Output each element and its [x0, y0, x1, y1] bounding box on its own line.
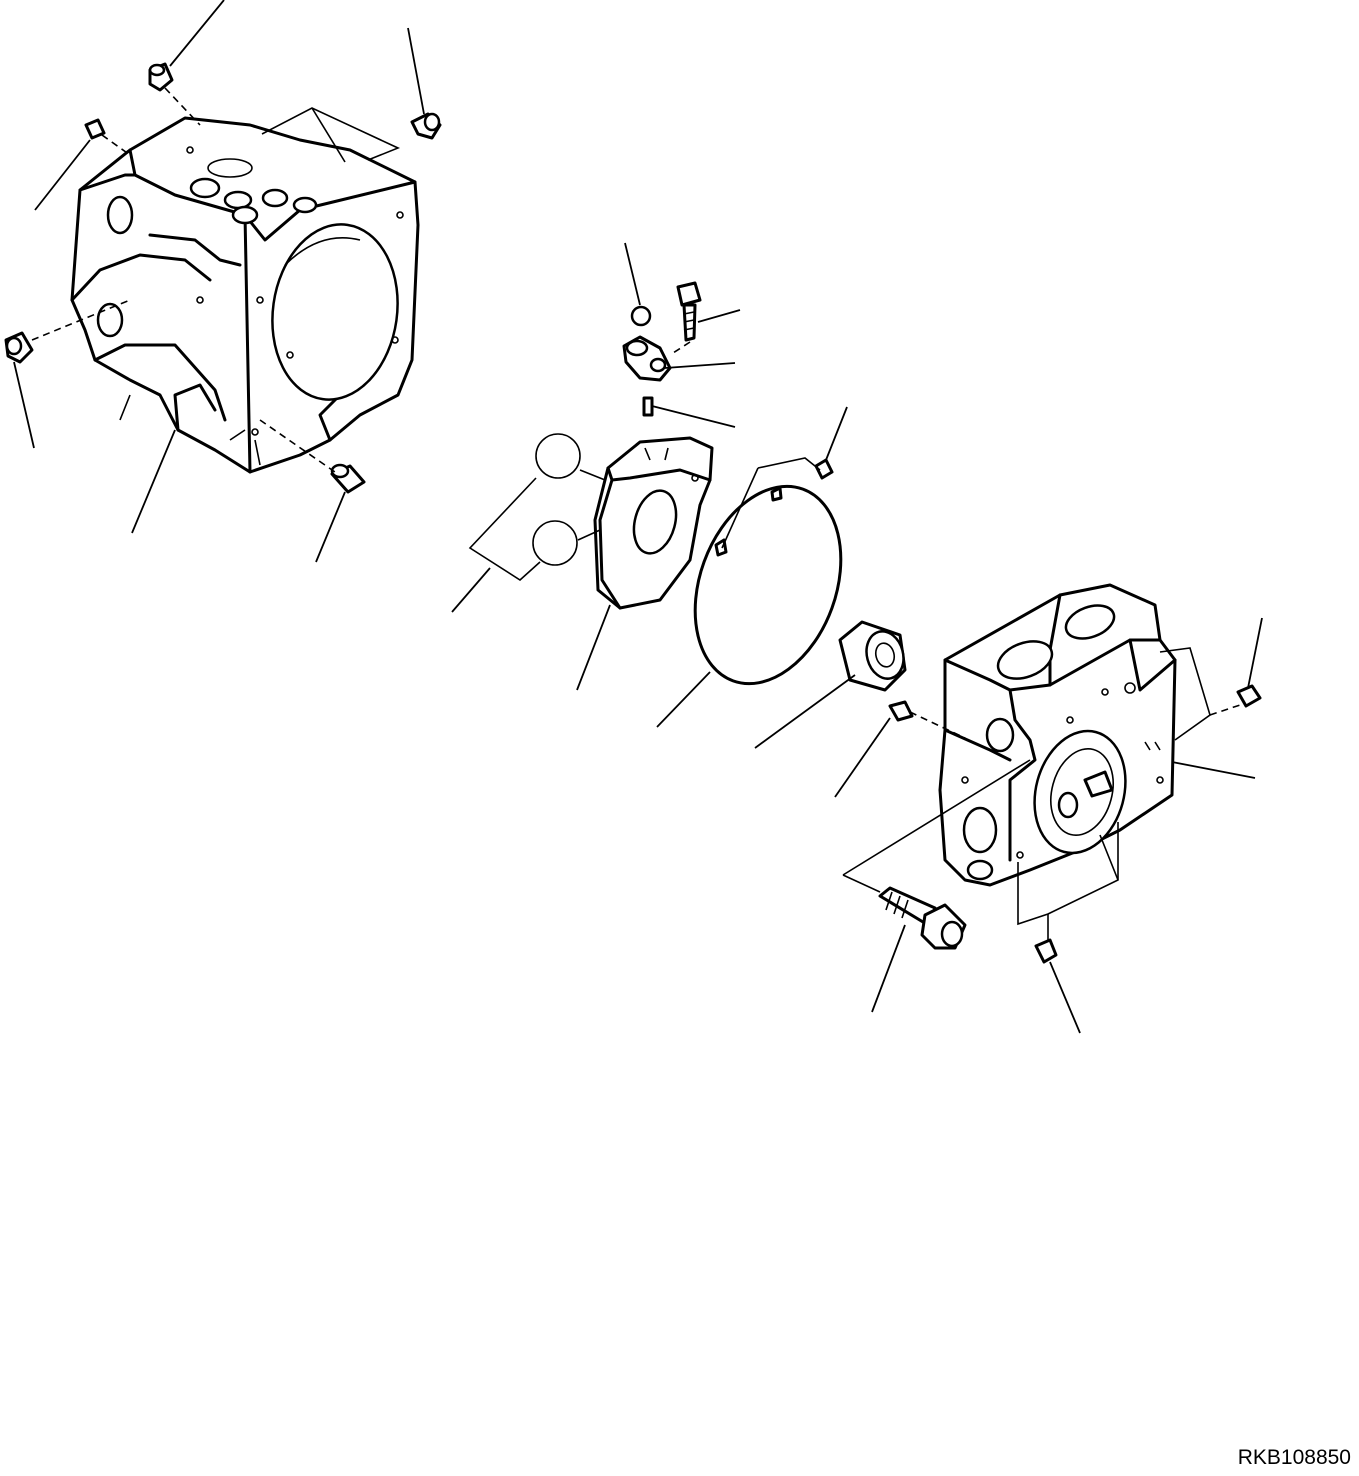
plug-valve-block-bottom	[1034, 938, 1058, 964]
pump-case-housing	[70, 116, 420, 474]
pin-valve-block	[888, 700, 914, 722]
plug-left	[4, 331, 34, 364]
pin-right-gasket	[814, 458, 834, 480]
callout-balloon-lower	[532, 520, 578, 566]
fitting-elbow	[622, 335, 672, 382]
cap-screw	[878, 886, 967, 950]
plug-top-right	[410, 112, 442, 140]
pin-small-cover	[642, 396, 654, 417]
housing-leader-lines	[13, 0, 425, 563]
gasket-ring	[693, 484, 843, 686]
cover-plate	[593, 436, 714, 610]
ball	[630, 305, 652, 327]
plug-valve-block-right	[1236, 684, 1262, 708]
center-leader-lines	[451, 242, 848, 728]
svg-spacer	[0, 0, 1, 1]
valve-block	[938, 583, 1177, 887]
dowel-pin-housing	[330, 463, 366, 494]
bolt-vertical	[676, 281, 702, 342]
drawing-code-label: RKB108850	[1237, 1446, 1351, 1469]
plug-top-left	[148, 62, 174, 92]
right-leader-lines	[754, 617, 1263, 1034]
bearing-sleeve	[838, 620, 907, 692]
callout-balloon-upper	[535, 433, 581, 479]
plug-upper-left	[84, 118, 106, 140]
